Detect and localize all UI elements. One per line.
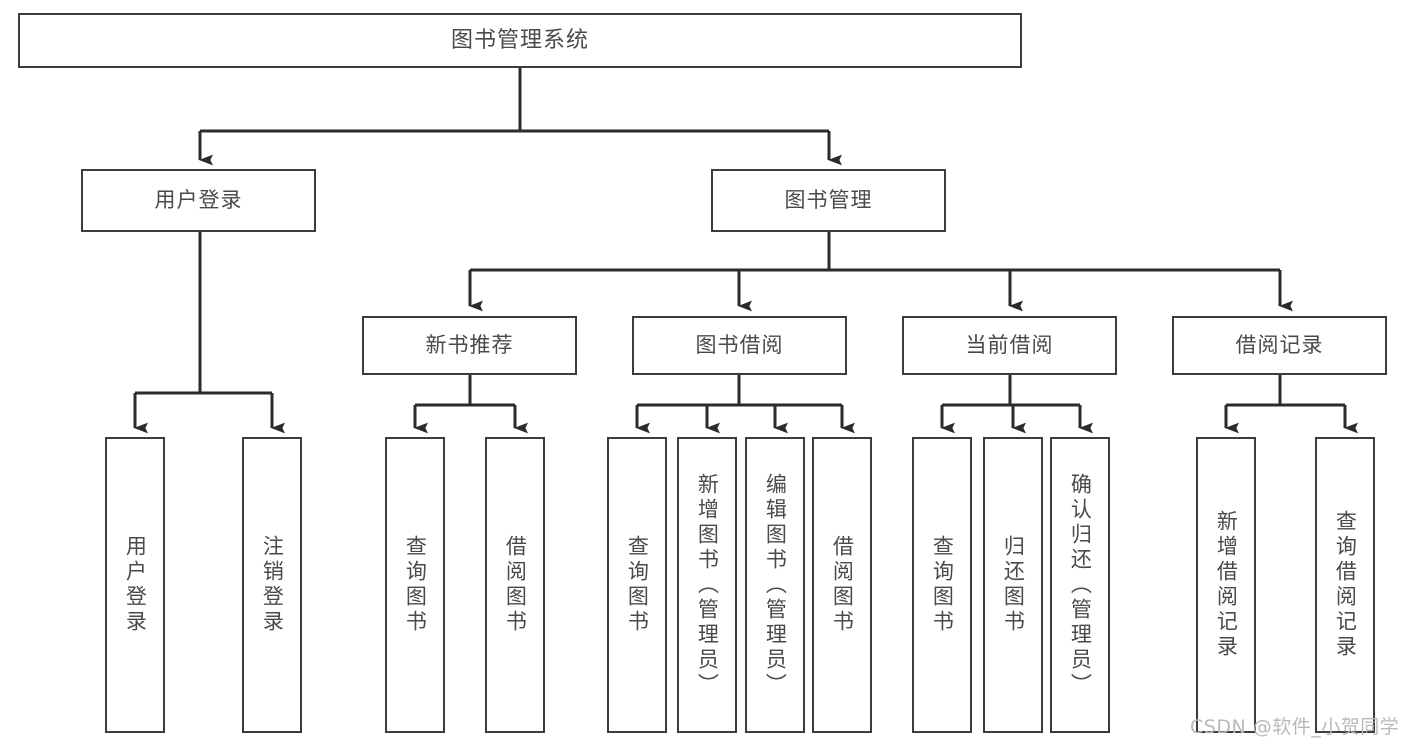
node-label: 用户登录 — [154, 188, 243, 213]
node-label: 确认归还（管理员） — [1068, 472, 1093, 698]
node-leaf-edit-book[interactable]: 编辑图书（管理员） — [745, 437, 805, 733]
node-leaf-confirm-return[interactable]: 确认归还（管理员） — [1050, 437, 1110, 733]
node-user-login[interactable]: 用户登录 — [81, 169, 316, 232]
node-leaf-borrow-book-rec[interactable]: 借阅图书 — [485, 437, 545, 733]
node-new-book-rec[interactable]: 新书推荐 — [362, 316, 577, 375]
node-label: 编辑图书（管理员） — [763, 472, 788, 698]
node-book-borrow[interactable]: 图书借阅 — [632, 316, 847, 375]
node-label: 归还图书 — [1001, 535, 1026, 635]
node-label: 借阅记录 — [1235, 333, 1324, 358]
node-label: 借阅图书 — [830, 535, 855, 635]
node-leaf-add-record[interactable]: 新增借阅记录 — [1196, 437, 1256, 733]
node-label: 注销登录 — [260, 535, 285, 635]
node-book-manage[interactable]: 图书管理 — [711, 169, 946, 232]
node-label: 图书借阅 — [695, 333, 784, 358]
node-label: 当前借阅 — [965, 333, 1054, 358]
node-leaf-query-book-borrow[interactable]: 查询图书 — [607, 437, 667, 733]
node-label: 查询图书 — [930, 535, 955, 635]
node-leaf-query-book-rec[interactable]: 查询图书 — [385, 437, 445, 733]
node-leaf-query-book-cur[interactable]: 查询图书 — [912, 437, 972, 733]
node-current-borrow[interactable]: 当前借阅 — [902, 316, 1117, 375]
node-label: 借阅图书 — [503, 535, 528, 635]
node-leaf-query-record[interactable]: 查询借阅记录 — [1315, 437, 1375, 733]
node-label: 新增图书（管理员） — [695, 472, 720, 698]
node-root-system[interactable]: 图书管理系统 — [18, 13, 1022, 68]
node-label: 用户登录 — [123, 535, 148, 635]
node-label: 查询图书 — [403, 535, 428, 635]
node-borrow-record[interactable]: 借阅记录 — [1172, 316, 1387, 375]
node-label: 查询图书 — [625, 535, 650, 635]
node-leaf-add-book[interactable]: 新增图书（管理员） — [677, 437, 737, 733]
node-label: 新增借阅记录 — [1214, 510, 1239, 660]
node-leaf-user-logout[interactable]: 注销登录 — [242, 437, 302, 733]
node-leaf-return-book[interactable]: 归还图书 — [983, 437, 1043, 733]
node-leaf-borrow-book[interactable]: 借阅图书 — [812, 437, 872, 733]
node-label: 图书管理 — [784, 188, 873, 213]
node-leaf-user-login[interactable]: 用户登录 — [105, 437, 165, 733]
node-label: 查询借阅记录 — [1333, 510, 1358, 660]
node-label: 新书推荐 — [425, 333, 514, 358]
node-label: 图书管理系统 — [450, 27, 589, 53]
